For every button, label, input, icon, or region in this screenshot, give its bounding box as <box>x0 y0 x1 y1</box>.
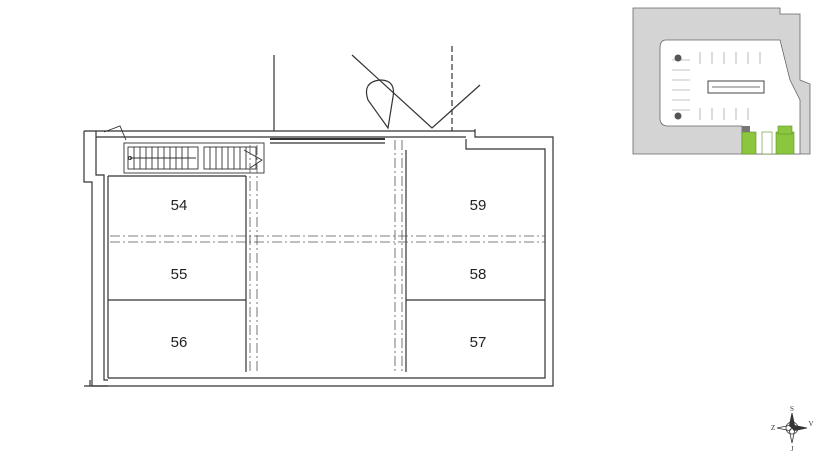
staircase <box>103 125 265 174</box>
highlighted-units <box>741 125 795 155</box>
unit-partitions <box>108 150 545 372</box>
unit-label-55: 55 <box>171 266 188 283</box>
unit-label-59: 59 <box>470 197 487 214</box>
floor-plan: 54 55 56 59 58 57 <box>83 46 554 387</box>
unit-label-56: 56 <box>171 334 188 351</box>
compass-east-label: V <box>808 420 813 428</box>
unit-label-57: 57 <box>470 334 487 351</box>
unit-label-58: 58 <box>470 266 487 283</box>
compass-south-label: J <box>791 445 794 453</box>
column-grid <box>110 140 545 372</box>
unit-labels: 54 55 56 59 58 57 <box>171 197 487 351</box>
compass-north-label: S <box>790 405 794 413</box>
compass-rose-icon <box>776 412 808 444</box>
entrance <box>270 46 481 144</box>
compass: S J Z V <box>771 405 814 453</box>
site-minimap <box>632 7 811 155</box>
unit-label-54: 54 <box>171 197 188 214</box>
outer-walls <box>83 129 554 387</box>
compass-west-label: Z <box>771 424 775 432</box>
